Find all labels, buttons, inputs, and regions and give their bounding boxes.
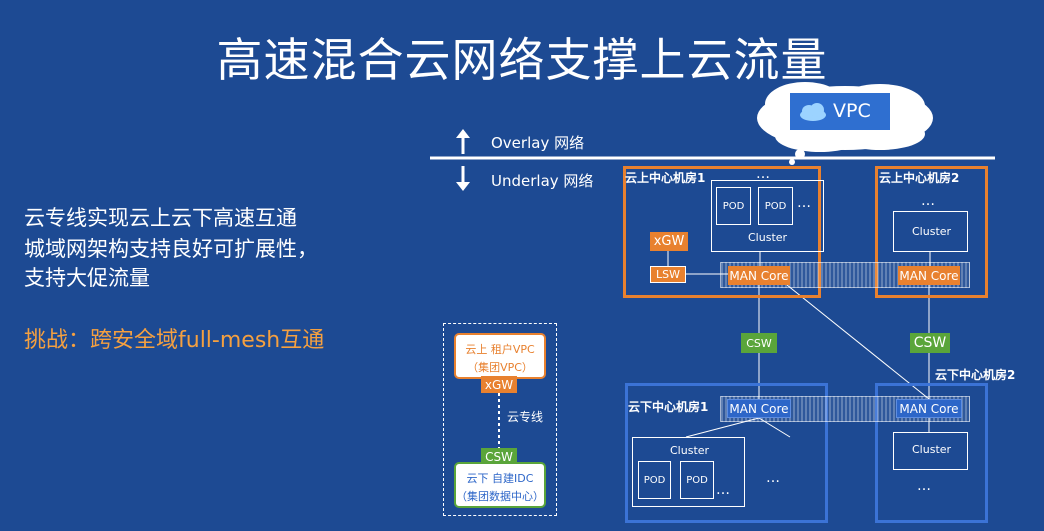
bullet-line-3: 支持大促流量 bbox=[24, 266, 150, 290]
idc-room-1-label: 云下中心机房1 bbox=[628, 400, 709, 414]
underlay-label: Underlay 网络 bbox=[491, 172, 594, 190]
legend-vpc-line1: 云上 租户VPC bbox=[465, 343, 535, 356]
ellipsis: … bbox=[917, 478, 932, 494]
cloud-room-2-label: 云上中心机房2 bbox=[879, 171, 960, 185]
cloud-room-2 bbox=[875, 166, 988, 298]
cluster-label: Cluster bbox=[670, 444, 710, 457]
legend-vpc-box: 云上 租户VPC （集团VPC） bbox=[454, 333, 546, 379]
man-core-node: MAN Core bbox=[727, 399, 791, 418]
cluster-box-up1 bbox=[711, 180, 824, 252]
challenge-text: 挑战：跨安全域full-mesh互通 bbox=[24, 328, 325, 353]
ellipsis: … bbox=[766, 470, 781, 486]
idc-room-2-label: 云下中心机房2 bbox=[935, 368, 1016, 382]
vpc-badge: VPC bbox=[790, 93, 890, 130]
xgw-node: xGW bbox=[650, 232, 688, 251]
cloud-room-1 bbox=[623, 166, 821, 298]
cluster-label: Cluster bbox=[912, 225, 952, 238]
cloud-room-1-label: 云上中心机房1 bbox=[625, 171, 706, 185]
idc-room-1 bbox=[625, 383, 828, 523]
man-core-node: MAN Core bbox=[898, 266, 960, 285]
bullet-line-1: 云专线实现云上云下高速互通 bbox=[24, 206, 297, 230]
man-core-node: MAN Core bbox=[728, 266, 790, 285]
up-arrow-icon bbox=[456, 129, 470, 154]
cluster-box-down2 bbox=[893, 432, 968, 470]
csw-node: CSW bbox=[910, 333, 950, 353]
cloud-icon bbox=[800, 103, 826, 121]
vpc-label: VPC bbox=[833, 100, 871, 122]
pod: POD bbox=[680, 461, 714, 499]
ellipsis: … bbox=[797, 195, 812, 211]
cluster-label: Cluster bbox=[912, 443, 952, 456]
page-title: 高速混合云网络支撑上云流量 bbox=[216, 33, 828, 87]
overlay-label: Overlay 网络 bbox=[491, 134, 585, 152]
down-arrow-icon bbox=[456, 166, 470, 191]
lsw-node: LSW bbox=[650, 266, 686, 283]
bullet-line-2: 城域网架构支持良好可扩展性， bbox=[24, 237, 318, 261]
legend-idc-box: 云下 自建IDC （集团数据中心） bbox=[454, 462, 546, 508]
cluster-box-down1 bbox=[632, 437, 745, 507]
csw-node: CSW bbox=[741, 333, 777, 353]
ellipsis: … bbox=[756, 166, 771, 182]
pod: POD bbox=[638, 461, 671, 499]
legend-link-label: 云专线 bbox=[507, 410, 544, 424]
idc-room-2 bbox=[875, 383, 988, 523]
pod: POD bbox=[716, 187, 751, 225]
ellipsis: … bbox=[716, 482, 731, 498]
legend-idc-line2: （集团数据中心） bbox=[456, 490, 544, 503]
cluster-box-up2 bbox=[893, 211, 968, 252]
ellipsis: … bbox=[921, 193, 936, 209]
legend-panel bbox=[443, 323, 557, 516]
legend-idc-line1: 云下 自建IDC bbox=[466, 472, 534, 485]
legend-vpc-line2: （集团VPC） bbox=[467, 361, 533, 374]
legend-csw-node: CSW bbox=[481, 448, 517, 466]
man-core-node: MAN Core bbox=[896, 399, 962, 418]
legend-xgw-node: xGW bbox=[481, 376, 517, 393]
pod: POD bbox=[758, 187, 793, 225]
cluster-label: Cluster bbox=[748, 231, 788, 244]
